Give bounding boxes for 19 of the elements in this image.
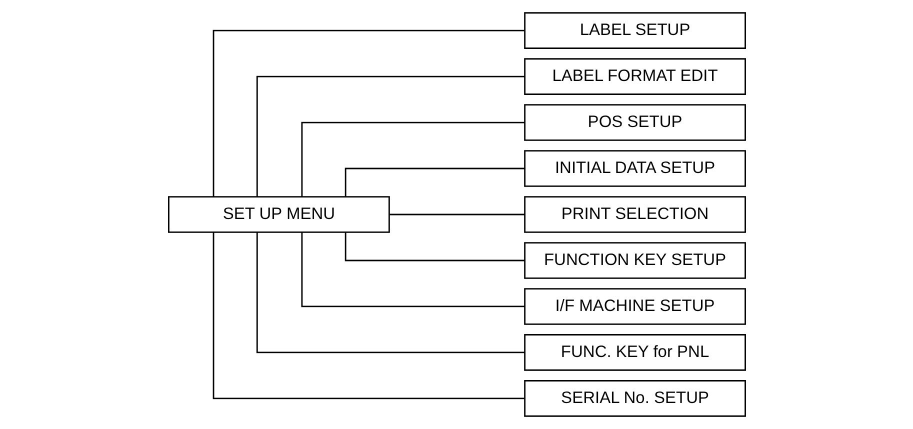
node-box: SET UP MENU [168,196,390,233]
connector [256,76,524,196]
connector [212,232,524,400]
node-box: FUNC. KEY for PNL [524,334,746,371]
node-box: LABEL FORMAT EDIT [524,58,746,95]
connector [256,232,524,354]
node-box: PRINT SELECTION [524,196,746,233]
connector [300,122,524,197]
node-box: FUNCTION KEY SETUP [524,242,746,279]
connector [389,214,524,216]
node-box: INITIAL DATA SETUP [524,150,746,187]
connector [344,168,524,196]
connector [300,232,524,308]
node-box: LABEL SETUP [524,12,746,49]
node-box: SERIAL No. SETUP [524,380,746,417]
node-box: I/F MACHINE SETUP [524,288,746,325]
node-box: POS SETUP [524,104,746,141]
connector [212,30,524,197]
connector [344,232,524,262]
